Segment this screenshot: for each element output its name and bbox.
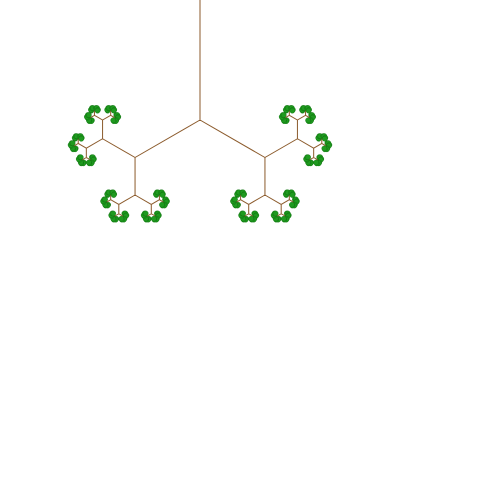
leaf: [110, 117, 117, 124]
leaf: [86, 112, 92, 118]
leaf: [78, 135, 85, 142]
leaf: [272, 210, 279, 217]
leaf: [240, 210, 246, 217]
leaf: [289, 201, 295, 208]
leaf: [322, 135, 328, 142]
leaf: [305, 117, 311, 124]
leaf: [102, 196, 108, 203]
leaf: [280, 215, 287, 222]
leaf: [232, 196, 238, 203]
leaf: [248, 215, 255, 222]
leaf: [69, 140, 76, 146]
leaf: [305, 107, 312, 114]
leaf: [321, 145, 328, 152]
leaf: [110, 210, 117, 217]
leaves-group: [67, 105, 333, 223]
leaf: [159, 192, 166, 198]
leaf: [86, 159, 92, 166]
leaf: [240, 192, 247, 198]
leaf: [289, 192, 296, 198]
leaf: [289, 107, 296, 114]
leaf: [305, 154, 311, 161]
leaf: [151, 215, 157, 222]
leaf: [118, 215, 125, 222]
leaf: [110, 192, 117, 198]
leaf: [280, 112, 287, 118]
leaf: [142, 210, 149, 217]
leaf: [313, 159, 320, 166]
leaf: [94, 107, 101, 114]
leaf: [77, 154, 84, 161]
leaf: [110, 107, 117, 114]
leaf: [159, 201, 165, 208]
